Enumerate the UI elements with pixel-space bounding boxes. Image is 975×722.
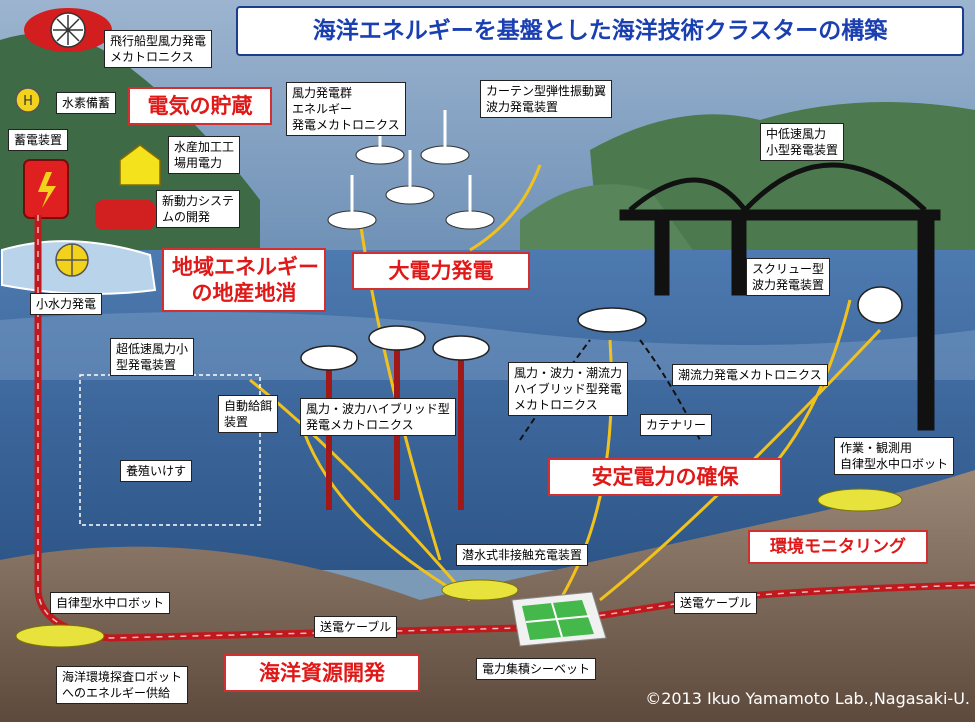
label-triple-hybrid: 風力・波力・潮流力 ハイブリッド型発電 メカトロニクス	[508, 362, 629, 416]
bridge	[619, 162, 941, 431]
label-fish-factory: 水産加工工 場用電力	[168, 136, 241, 174]
screw-wave-device	[857, 286, 903, 324]
power-sheet-grid	[511, 591, 607, 647]
label-work-robot: 作業・観測用 自律型水中ロボット	[834, 437, 955, 475]
label-auv: 自律型水中ロボット	[50, 592, 171, 614]
category-stable-power: 安定電力の確保	[548, 458, 782, 496]
label-mid-low-wind: 中低速風力 小型発電装置	[760, 123, 845, 161]
label-ultra-low-wind: 超低速風力小 型発電装置	[110, 338, 195, 376]
label-tidal: 潮流力発電メカトロニクス	[672, 364, 828, 386]
label-fish-pen: 養殖いけす	[120, 460, 193, 482]
label-curtain: カーテン型弾性振動翼 波力発電装置	[480, 80, 613, 118]
category-resource-dev: 海洋資源開発	[224, 654, 420, 692]
factory-icon	[119, 144, 161, 186]
label-contactless-charge: 潜水式非接触充電装置	[456, 544, 589, 566]
svg-text:H: H	[23, 94, 33, 109]
page-title: 海洋エネルギーを基盤とした海洋技術クラスターの構築	[236, 6, 964, 56]
label-wind-wave-hybrid: 風力・波力ハイブリッド型 発電メカトロニクス	[300, 398, 456, 436]
label-power-sheet: 電力集積シーベット	[476, 658, 597, 680]
label-explore-robot: 海洋環境探査ロボット へのエネルギー供給	[56, 666, 189, 704]
category-storage: 電気の貯蔵	[128, 87, 272, 125]
category-local-energy: 地域エネルギー の地産地消	[162, 248, 326, 312]
label-screw-wave: スクリュー型 波力発電装置	[746, 258, 831, 296]
label-battery: 蓄電装置	[8, 129, 69, 151]
category-large-power: 大電力発電	[352, 252, 530, 290]
label-catenary: カテナリー	[640, 414, 713, 436]
label-airship: 飛行船型風力発電 メカトロニクス	[104, 30, 213, 68]
label-cable-right: 送電ケーブル	[674, 592, 758, 614]
label-cable-left: 送電ケーブル	[314, 616, 398, 638]
charging-robot-icon	[441, 579, 519, 601]
hydrogen-icon	[15, 87, 41, 113]
auv-icon	[15, 624, 105, 648]
label-new-power: 新動力システ ムの開発	[156, 190, 241, 228]
floating-hybrid	[577, 307, 647, 333]
label-auto-feed: 自動給餌 装置	[218, 395, 279, 433]
copyright: ©2013 Ikuo Yamamoto Lab.,Nagasaki-U.	[645, 689, 970, 708]
label-micro-hydro: 小水力発電	[30, 293, 103, 315]
category-env-monitoring: 環境モニタリング	[748, 530, 928, 564]
fish-pen	[79, 374, 261, 526]
work-robot-icon	[817, 488, 903, 512]
car-icon	[95, 200, 155, 230]
label-hydrogen: 水素備蓄	[56, 92, 117, 114]
label-wind-group: 風力発電群 エネルギー 発電メカトロニクス	[286, 82, 406, 136]
